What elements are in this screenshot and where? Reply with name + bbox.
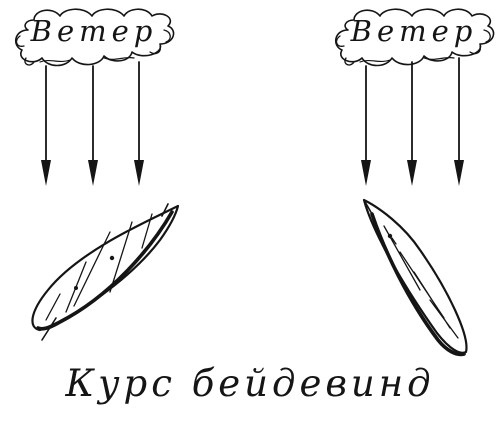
cloud-icon	[335, 8, 495, 67]
cloud-underline	[359, 56, 455, 63]
wind-arrow-right-2	[407, 61, 417, 186]
wind-label-left: Ветер	[30, 14, 158, 48]
cloud-curl-left	[335, 35, 355, 66]
wind-arrow-left-3	[134, 61, 144, 186]
sailboat-hull-icon	[31, 203, 180, 341]
cloud-curl-right	[469, 29, 491, 55]
wind-arrow-left-1	[41, 65, 51, 186]
wind-group-right: Ветер	[335, 8, 495, 186]
wind-label-right: Ветер	[350, 14, 478, 48]
cloud-underline	[39, 56, 135, 63]
wind-arrow-right-1	[361, 65, 371, 186]
sailboat-hull-icon	[362, 198, 468, 357]
cloud-curl-right	[149, 29, 171, 55]
wind-arrow-right-3	[454, 57, 464, 186]
diagram-caption: Курс бейдевинд	[65, 362, 435, 405]
cloud-icon	[15, 8, 175, 67]
cloud-curl-left	[15, 35, 35, 66]
wind-arrow-left-2	[88, 65, 98, 186]
wind-group-left: Ветер	[15, 8, 175, 186]
